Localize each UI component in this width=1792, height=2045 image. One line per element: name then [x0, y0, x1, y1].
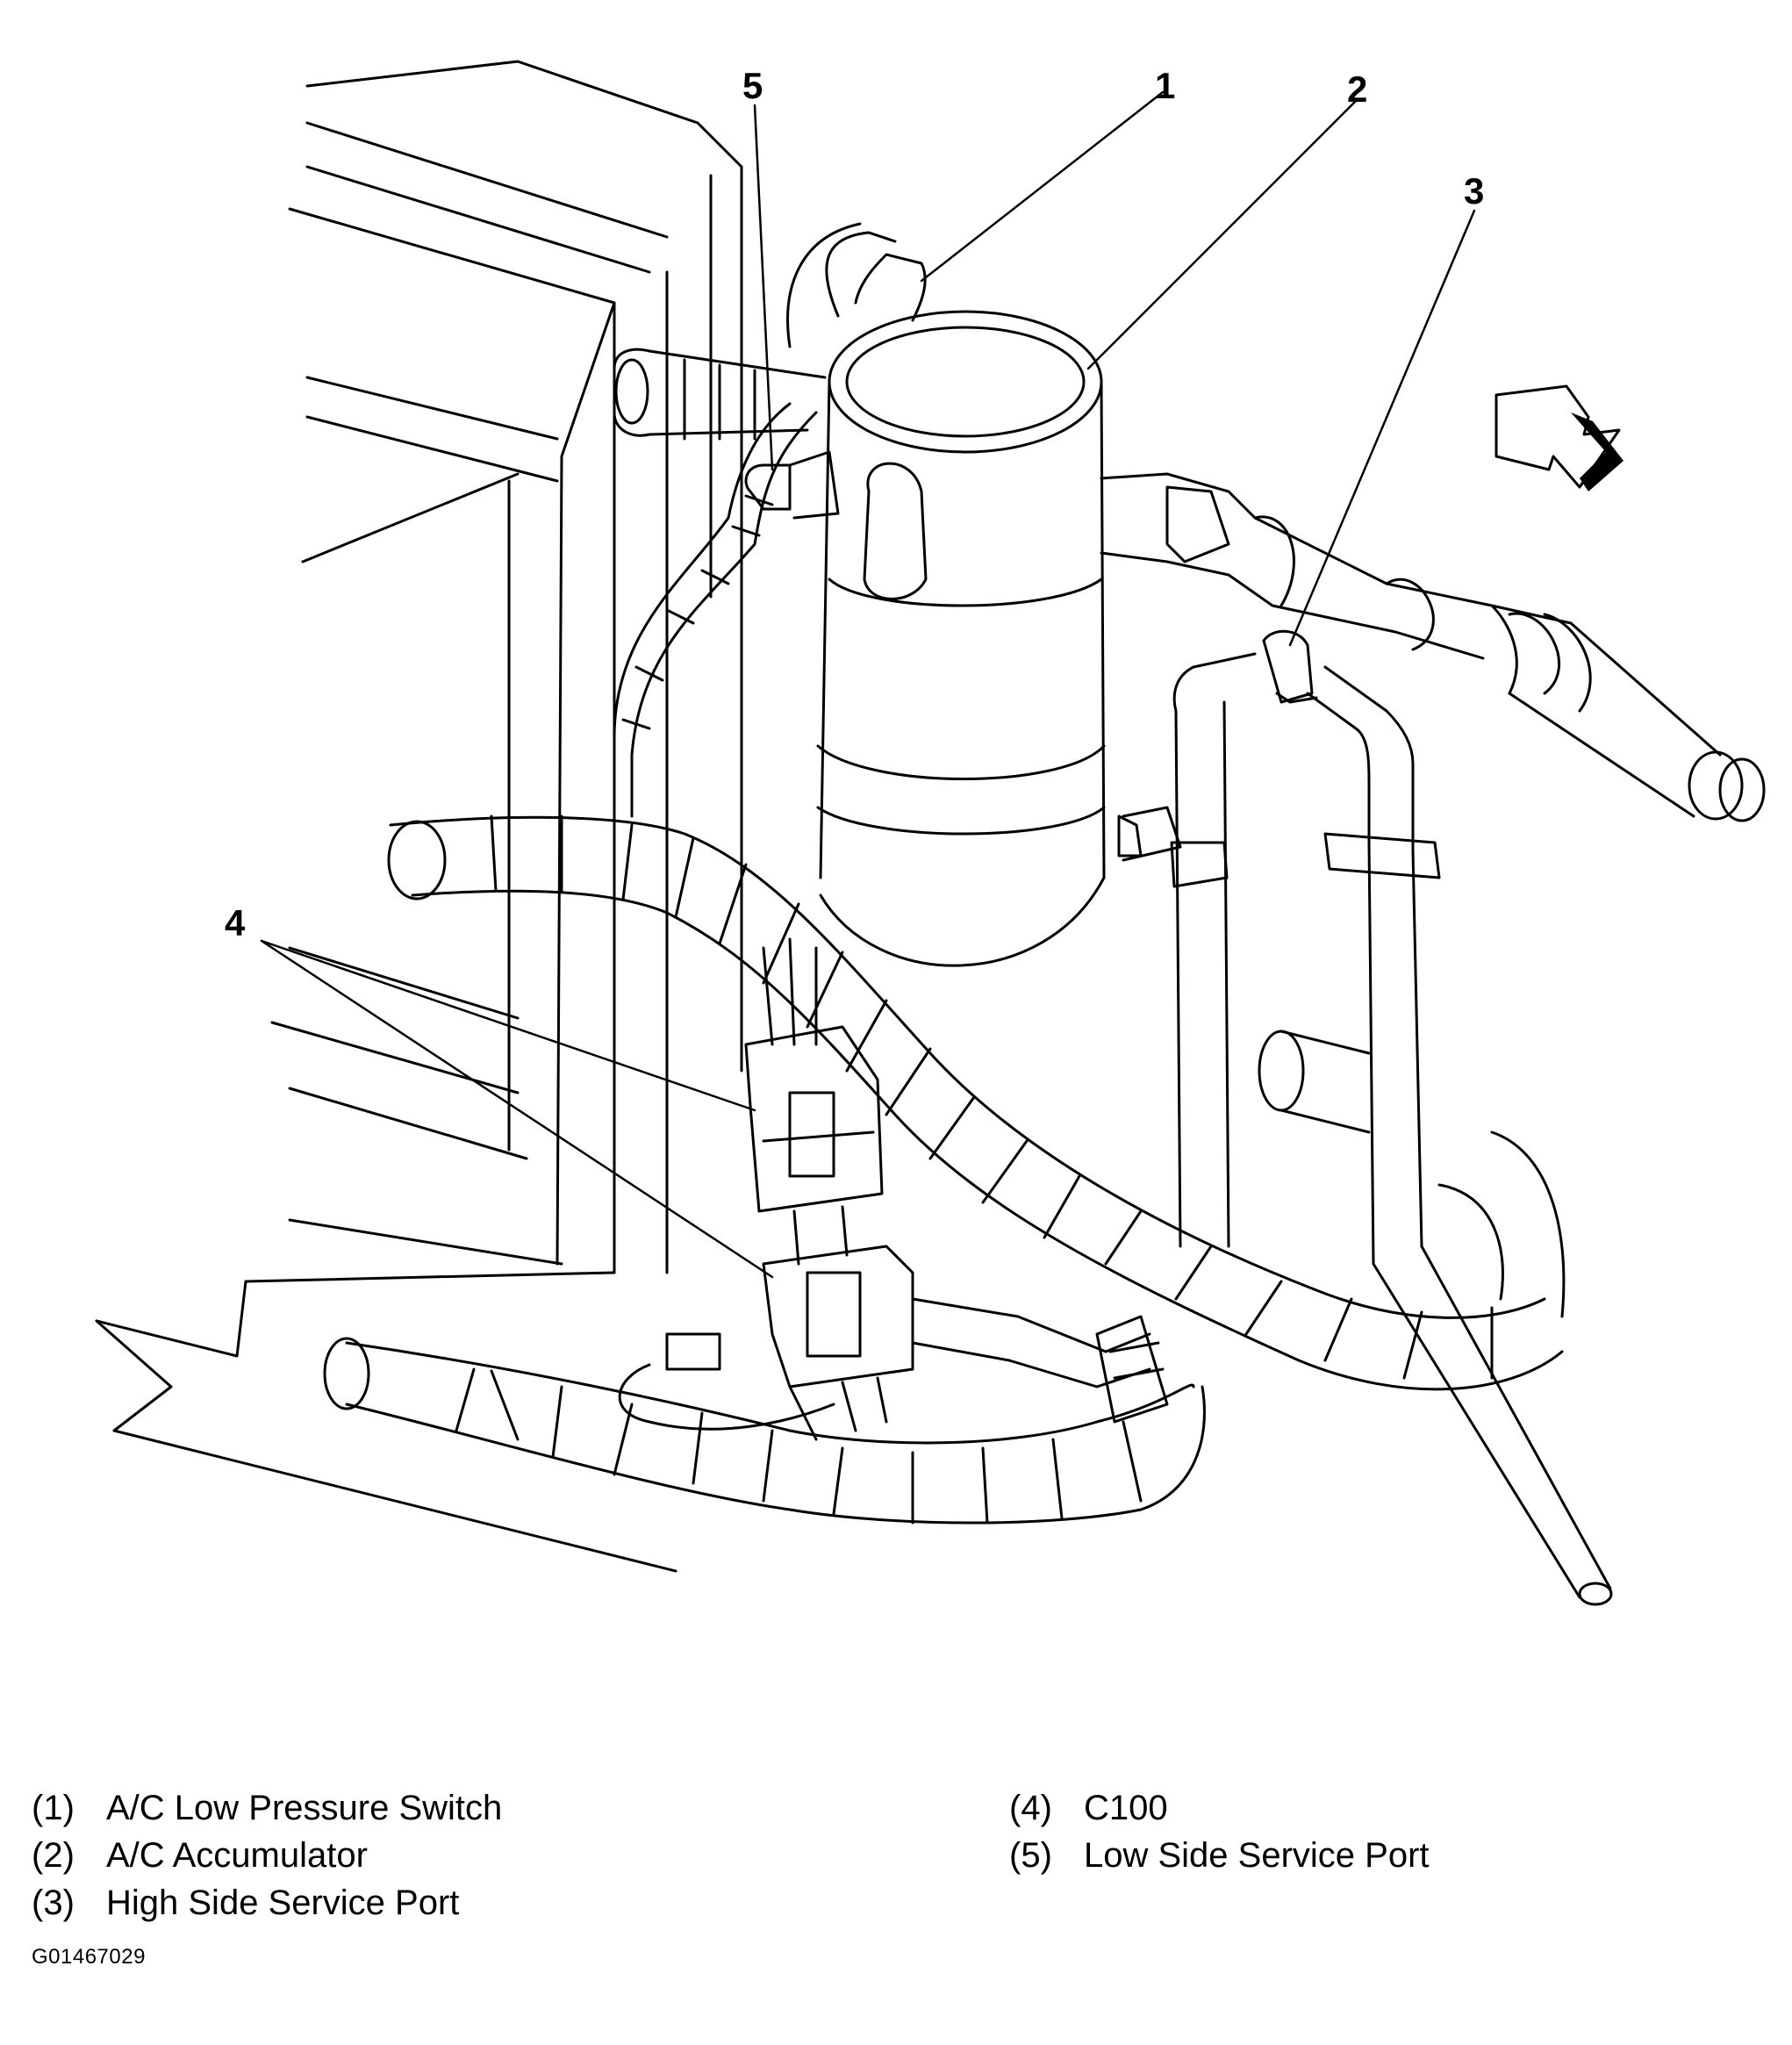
- legend-item-1: (1) A/C Low Pressure Switch: [32, 1787, 502, 1829]
- legend-number: (3): [32, 1884, 75, 1922]
- callout-4: 4: [225, 902, 246, 944]
- legend-number: (2): [32, 1836, 75, 1875]
- legend-number: (1): [32, 1789, 75, 1827]
- radiator-housing: [95, 60, 743, 1573]
- c100-connector: [744, 937, 1151, 1441]
- switch-harness-top: [613, 222, 927, 818]
- accumulator-body: [816, 310, 1182, 967]
- callout-5: 5: [742, 65, 763, 106]
- legend-item-3: (3) High Side Service Port: [32, 1882, 459, 1924]
- legend-label: A/C Accumulator: [106, 1836, 368, 1875]
- legend-item-5: (5) Low Side Service Port: [1009, 1834, 1430, 1876]
- legend-item-4: (4) C100: [1009, 1787, 1168, 1829]
- callout-2: 2: [1347, 68, 1367, 110]
- callout-1: 1: [1155, 65, 1175, 106]
- low-side-port: [744, 450, 840, 520]
- legend-number: (5): [1009, 1836, 1052, 1875]
- legend-label: Low Side Service Port: [1084, 1836, 1430, 1875]
- legend-label: C100: [1084, 1789, 1168, 1827]
- legend-label: High Side Service Port: [106, 1884, 460, 1922]
- accumulator-diagram: 1 2 3 4 5: [95, 60, 1766, 1606]
- callout-leaders: [260, 90, 1476, 1279]
- lower-harness: [323, 1315, 1206, 1525]
- direction-arrow-icon: [1495, 384, 1624, 492]
- wiring-loom: [387, 814, 1566, 1391]
- inlet-pipe: [613, 348, 827, 441]
- legend-label: A/C Low Pressure Switch: [106, 1789, 503, 1827]
- callout-3: 3: [1464, 170, 1484, 212]
- legend-number: (4): [1009, 1789, 1052, 1827]
- high-side-line: [1170, 629, 1613, 1606]
- legend-item-2: (2) A/C Accumulator: [32, 1834, 368, 1876]
- figure-id: G01467029: [32, 1945, 146, 1969]
- outlet-tube: [1100, 472, 1766, 822]
